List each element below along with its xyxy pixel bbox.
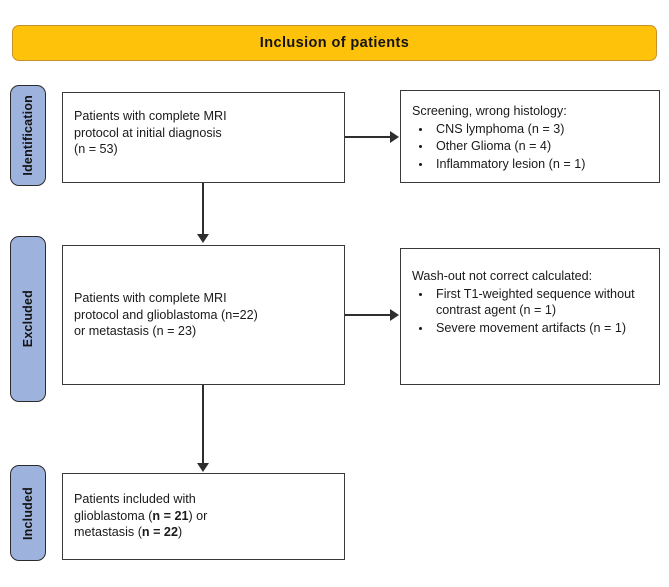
node-included-line-2: glioblastoma (n = 21) or [74,508,333,525]
stage-badge-excluded-label: Excluded [21,290,35,348]
connector-confirmed-to-washout-arrow [390,309,399,321]
node-included-line-1: Patients included with [74,492,196,506]
node-confirmed-line-2: protocol and glioblastoma (n=22) [74,307,258,322]
connector-confirmed-to-washout-line [345,314,391,316]
node-confirmed-line-3: or metastasis (n = 23) [74,324,197,338]
node-confirmed-patients-body: Patients with complete MRI protocol and … [74,290,333,340]
stage-badge-excluded: Excluded [10,236,46,402]
flowchart-title-text: Inclusion of patients [259,35,410,51]
connector-eligible-to-confirmed-line [202,183,204,236]
stage-badge-identification: Identification [10,85,46,186]
node-eligible-line-3: (n = 53) [74,142,118,156]
node-included-line-3: metastasis (n = 22) [74,524,333,541]
node-screening-bullet-2: Other Glioma (n = 4) [412,138,648,155]
node-included-patients: Patients included with glioblastoma (n =… [62,473,345,560]
node-confirmed-line-1: Patients with complete MRI [74,291,227,305]
node-included-line-3-pre: metastasis ( [74,525,142,539]
node-eligible-line-1: Patients with complete MRI [74,109,227,123]
node-washout-exclusions: Wash-out not correct calculated: First T… [400,248,660,385]
node-included-patients-body: Patients included with glioblastoma (n =… [74,491,333,541]
node-washout-bullet-list: First T1-weighted sequence without contr… [412,286,648,337]
node-eligible-patients-body: Patients with complete MRI protocol at i… [74,108,333,158]
node-included-line-2-post: ) or [188,508,208,523]
node-washout-bullet-2: Severe movement artifacts (n = 1) [412,320,648,337]
connector-confirmed-to-included-arrow [197,463,209,472]
connector-eligible-to-screening-arrow [390,131,399,143]
node-screening-bullet-list: CNS lymphoma (n = 3) Other Glioma (n = 4… [412,121,648,173]
connector-eligible-to-confirmed-arrow [197,234,209,243]
stage-badge-identification-label: Identification [21,95,35,176]
node-eligible-line-2: protocol at initial diagnosis [74,125,222,140]
node-screening-exclusions: Screening, wrong histology: CNS lymphoma… [400,90,660,183]
stage-badge-included: Included [10,465,46,561]
connector-confirmed-to-included-line [202,385,204,465]
flowchart-title-banner: Inclusion of patients [12,25,657,61]
node-screening-bullet-1: CNS lymphoma (n = 3) [412,121,648,138]
node-included-line-3-post: ) [177,525,183,539]
node-screening-bullet-3: Inflammatory lesion (n = 1) [412,156,648,173]
node-washout-heading: Wash-out not correct calculated: [412,269,593,283]
node-washout-exclusions-body: Wash-out not correct calculated: First T… [412,268,648,336]
node-included-line-2-pre: glioblastoma ( [74,508,153,523]
node-screening-heading: Screening, wrong histology: [412,104,567,118]
node-eligible-patients: Patients with complete MRI protocol at i… [62,92,345,183]
connector-eligible-to-screening-line [345,136,391,138]
node-screening-exclusions-body: Screening, wrong histology: CNS lymphoma… [412,103,648,172]
node-included-metastasis-count: n = 22 [141,525,178,539]
node-included-glioblastoma-count: n = 21 [152,508,189,523]
node-confirmed-patients: Patients with complete MRI protocol and … [62,245,345,385]
stage-badge-included-label: Included [21,486,35,540]
node-washout-bullet-1: First T1-weighted sequence without contr… [412,286,648,319]
